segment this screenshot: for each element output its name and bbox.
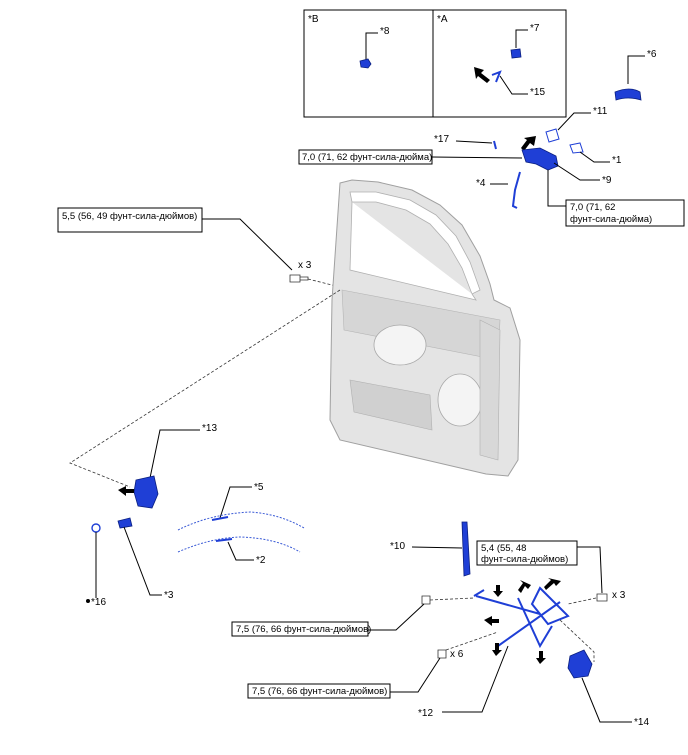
bolt-icon (437, 649, 447, 659)
part-14-group: *14 (559, 619, 649, 728)
inset-b: *B *8 (303, 9, 434, 118)
callout-16: *16 (91, 597, 106, 608)
qty-bolts-lower: x 6 (450, 649, 464, 660)
torque-2: 7,0 (71, 62 фунт-сила-дюйма) (565, 199, 685, 227)
part-1-group: *1 (569, 142, 622, 166)
callout-7: *7 (530, 23, 540, 34)
bolt-icon (421, 595, 431, 605)
part-15 (491, 70, 502, 83)
part-12-group: *12 (418, 578, 570, 719)
arrow-indicator (484, 616, 499, 626)
torque-1-text: 7,0 (71, 62 фунт-сила-дюйма) (302, 152, 432, 163)
qty-bolts-right: x 3 (612, 590, 626, 601)
bolt-icon (596, 593, 608, 602)
callout-5: *5 (254, 482, 264, 493)
arrow-indicator (492, 643, 502, 656)
callout-17: *17 (434, 134, 449, 145)
torque-4-line1: 5,4 (55, 48 (481, 543, 526, 554)
torque-1: 7,0 (71, 62 фунт-сила-дюйма) (298, 149, 523, 165)
torque-5-text: 7,5 (76, 66 фунт-сила-дюймов) (236, 624, 371, 635)
part-11-group: *11 (545, 106, 608, 143)
torque-3: 5,5 (56, 49 фунт-сила-дюймов) x 3 (57, 207, 341, 288)
arrow-indicator (518, 580, 531, 593)
part-6-group: *6 (614, 49, 657, 101)
arrow-indicator (544, 578, 561, 590)
bolt-icon (289, 274, 309, 283)
door-panel (329, 179, 521, 477)
callout-4: *4 (476, 178, 486, 189)
part-10-group: *10 (390, 521, 471, 577)
arrow-indicator (474, 67, 490, 83)
callout-1: *1 (612, 155, 622, 166)
callout-9: *9 (602, 175, 612, 186)
part-3 (117, 517, 133, 529)
part-5-group: *5 (177, 482, 305, 531)
part-8 (359, 58, 372, 69)
part-17-group: *17 (434, 134, 497, 150)
torque-6: x 6 7,5 (76, 66 фунт-сила-дюймов) (247, 631, 499, 699)
inset-b-label: *B (308, 14, 319, 25)
part-13 (133, 475, 159, 509)
part-4 (511, 171, 521, 209)
callout-2: *2 (256, 555, 266, 566)
part-9 (521, 147, 559, 171)
part-12 (473, 586, 570, 649)
torque-3-text: 5,5 (56, 49 фунт-сила-дюймов) (62, 211, 197, 222)
inset-a-label: *A (437, 14, 448, 25)
part-13-group: *13 (118, 423, 217, 509)
torque-5: 7,5 (76, 66 фунт-сила-дюймов) (231, 595, 475, 637)
part-4-group: *4 (476, 171, 521, 209)
part-7 (510, 48, 522, 59)
torque-2-line1: 7,0 (71, 62 (570, 202, 615, 213)
arrow-indicator (118, 486, 134, 496)
torque-2-line2: фунт-сила-дюйма) (570, 214, 652, 225)
torque-6-text: 7,5 (76, 66 фунт-сила-дюймов) (252, 686, 387, 697)
callout-3: *3 (164, 590, 174, 601)
part-6 (614, 88, 642, 101)
part-16-group: *16 (86, 523, 106, 608)
qty-bolts-upper-left: x 3 (298, 260, 312, 271)
part-10 (461, 521, 471, 577)
torque-4-line2: фунт-сила-дюймов) (481, 554, 568, 565)
callout-11: *11 (593, 106, 608, 117)
callout-15: *15 (530, 87, 545, 98)
part-2-group: *2 (177, 536, 301, 566)
torque-4: 5,4 (55, 48 фунт-сила-дюймов) x 3 (476, 540, 626, 605)
part-3-group: *3 (117, 517, 174, 601)
callout-10: *10 (390, 541, 405, 552)
callout-12: *12 (418, 708, 433, 719)
arrow-indicator (521, 136, 536, 151)
part-9-group: *9 (521, 136, 612, 207)
arrow-indicator (536, 651, 546, 664)
arrow-indicator (493, 585, 503, 597)
callout-14: *14 (634, 717, 649, 728)
callout-8: *8 (380, 26, 390, 37)
inset-a: *A *7 *15 (432, 9, 567, 118)
callout-6: *6 (647, 49, 657, 60)
part-17 (493, 140, 497, 150)
part-14 (567, 649, 593, 679)
callout-13: *13 (202, 423, 217, 434)
